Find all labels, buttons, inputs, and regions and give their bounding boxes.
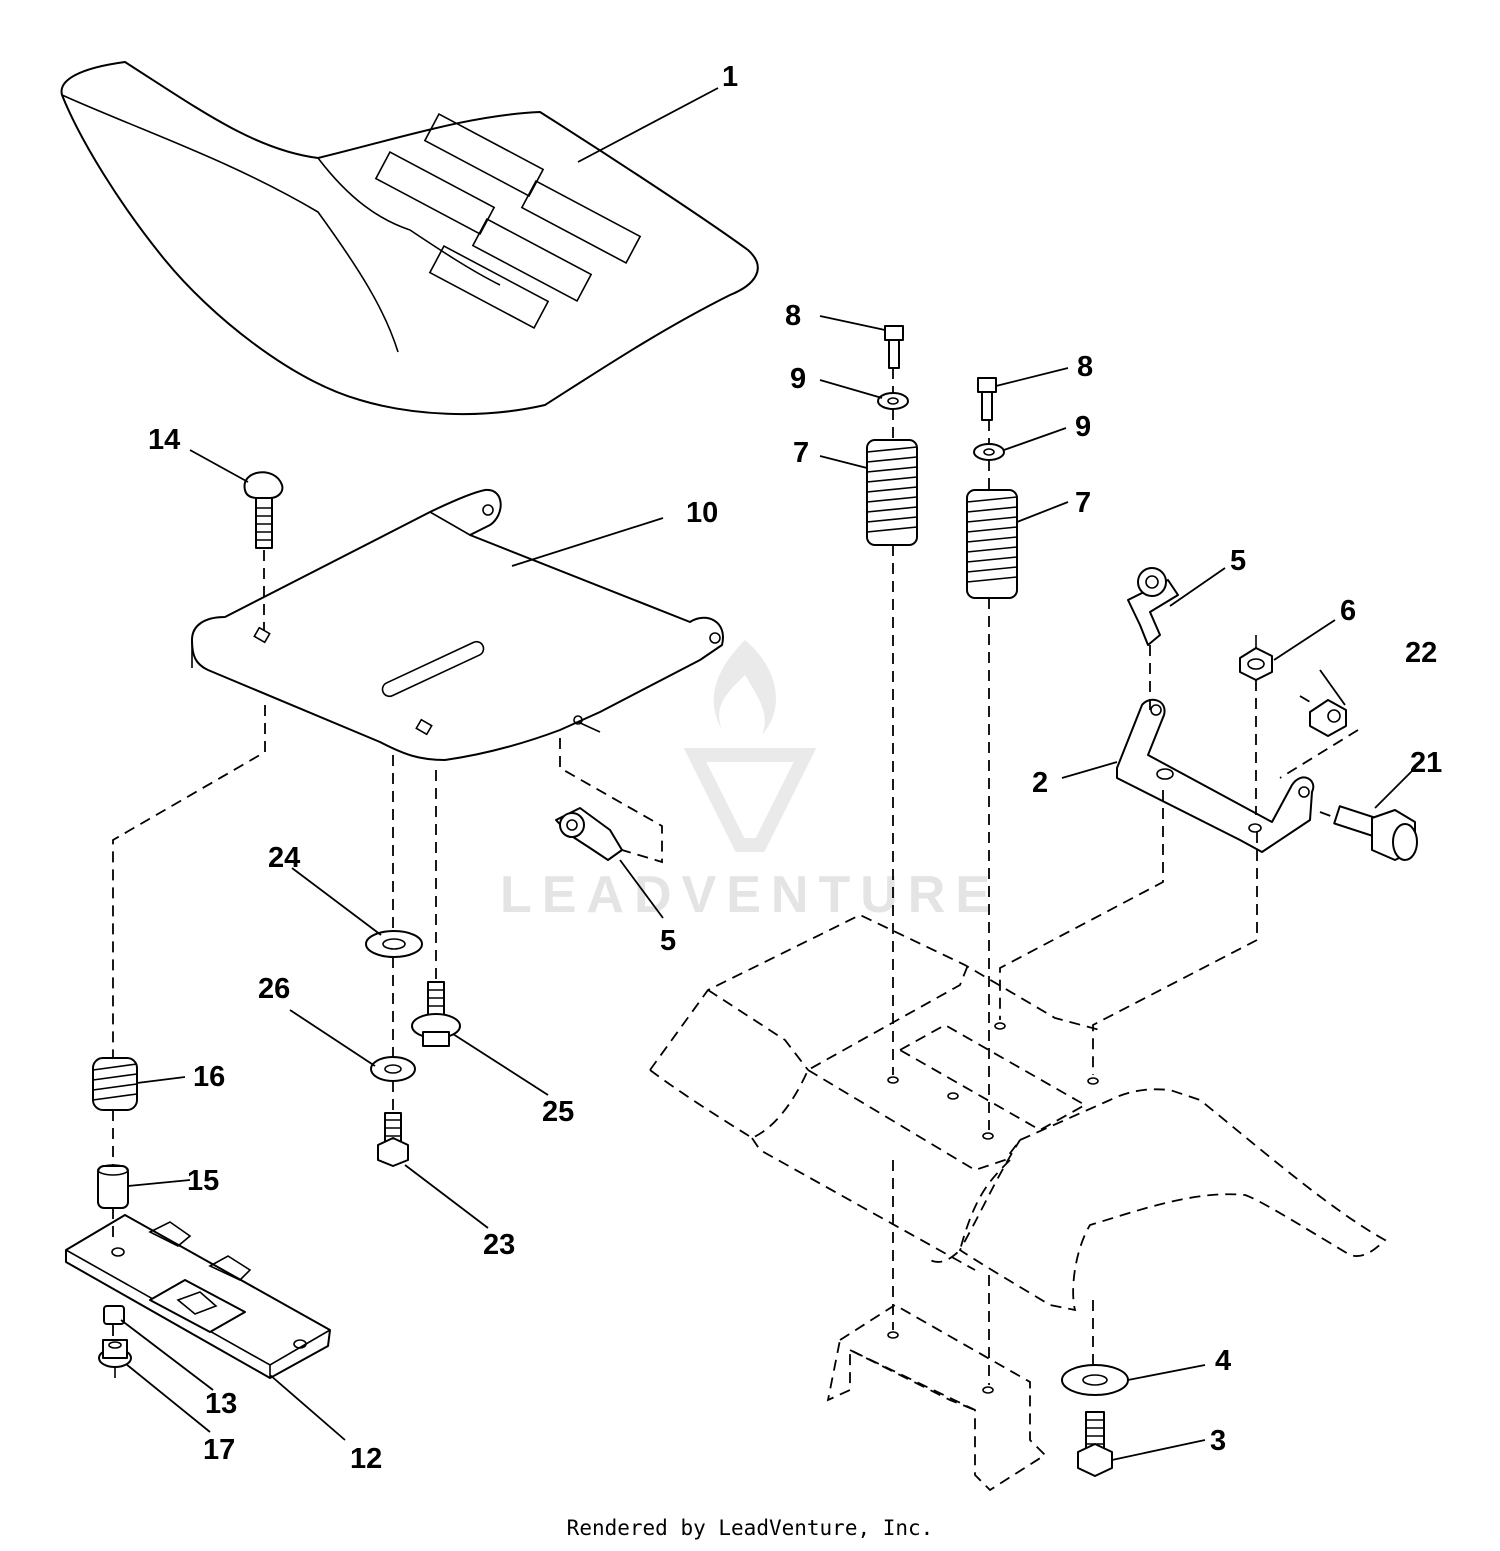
carriage-bolt-part-14: [243, 471, 284, 549]
callout-8-left: 8: [785, 300, 801, 332]
callout-7-right: 7: [1075, 487, 1091, 519]
spring-part-7-right: [966, 489, 1018, 599]
callout-labels: 1 2 3 4 5 5 6 7 7 8 8 9 9 10 12 13 14 15…: [148, 61, 1442, 1475]
bolt-part-8-right: [977, 377, 997, 421]
washer-part-24: [365, 930, 423, 958]
footer-credit: Rendered by LeadVenture, Inc.: [566, 1516, 934, 1540]
nut-part-6: [1239, 647, 1273, 681]
callout-25: 25: [542, 1096, 574, 1128]
fender-outline: [649, 913, 1387, 1492]
nut-part-13: [103, 1305, 125, 1325]
callout-26: 26: [258, 973, 290, 1005]
callout-14: 14: [148, 424, 180, 456]
callout-15: 15: [187, 1165, 219, 1197]
seat-part-1: [60, 61, 759, 416]
washer-part-4: [1061, 1364, 1129, 1396]
callout-9-right: 9: [1075, 411, 1091, 443]
callout-4: 4: [1215, 1345, 1231, 1377]
spacer-part-15: [97, 1164, 129, 1209]
bolt-part-3: [1077, 1411, 1113, 1477]
bolt-part-8-left: [884, 325, 904, 369]
callout-21: 21: [1410, 747, 1442, 779]
spring-part-16: [92, 1057, 138, 1111]
lock-washer-part-26: [370, 1056, 416, 1082]
callout-2: 2: [1032, 767, 1048, 799]
mount-bracket-part-12: [65, 1214, 331, 1379]
bracket-part-2: [1116, 698, 1315, 853]
washer-part-9-right: [973, 443, 1005, 461]
flange-nut-part-17: [98, 1339, 132, 1368]
seat-pan-part-10: [191, 488, 724, 761]
callout-12: 12: [350, 1443, 382, 1475]
callout-10: 10: [686, 497, 718, 529]
callout-16: 16: [193, 1061, 225, 1093]
bolt-part-23: [377, 1112, 409, 1167]
callout-7-left: 7: [793, 437, 809, 469]
callout-6: 6: [1340, 595, 1356, 627]
washer-part-9-left: [877, 392, 909, 410]
spring-part-7-left: [866, 439, 918, 546]
leader-lines: [120, 87, 1419, 1461]
callout-9-left: 9: [790, 363, 806, 395]
clip-part-5-lower: [555, 807, 623, 861]
watermark-text: LEADVENTURE: [500, 866, 1000, 924]
callout-5-upper: 5: [1230, 545, 1246, 577]
callout-8-right: 8: [1077, 351, 1093, 383]
callout-24: 24: [268, 842, 300, 874]
callout-23: 23: [483, 1229, 515, 1261]
clip-part-5-upper: [1127, 567, 1179, 646]
callout-22: 22: [1405, 637, 1437, 669]
callout-13: 13: [205, 1388, 237, 1420]
bolt-part-21: [1333, 805, 1418, 861]
callout-17: 17: [203, 1434, 235, 1466]
shoulder-bolt-part-25: [411, 981, 461, 1047]
assembly-lines: [112, 368, 1359, 1385]
nut-part-22: [1309, 699, 1347, 737]
callout-3: 3: [1210, 1425, 1226, 1457]
callout-1: 1: [722, 61, 738, 93]
callout-5-lower: 5: [660, 925, 676, 957]
watermark: LEADVENTURE: [500, 640, 1000, 924]
